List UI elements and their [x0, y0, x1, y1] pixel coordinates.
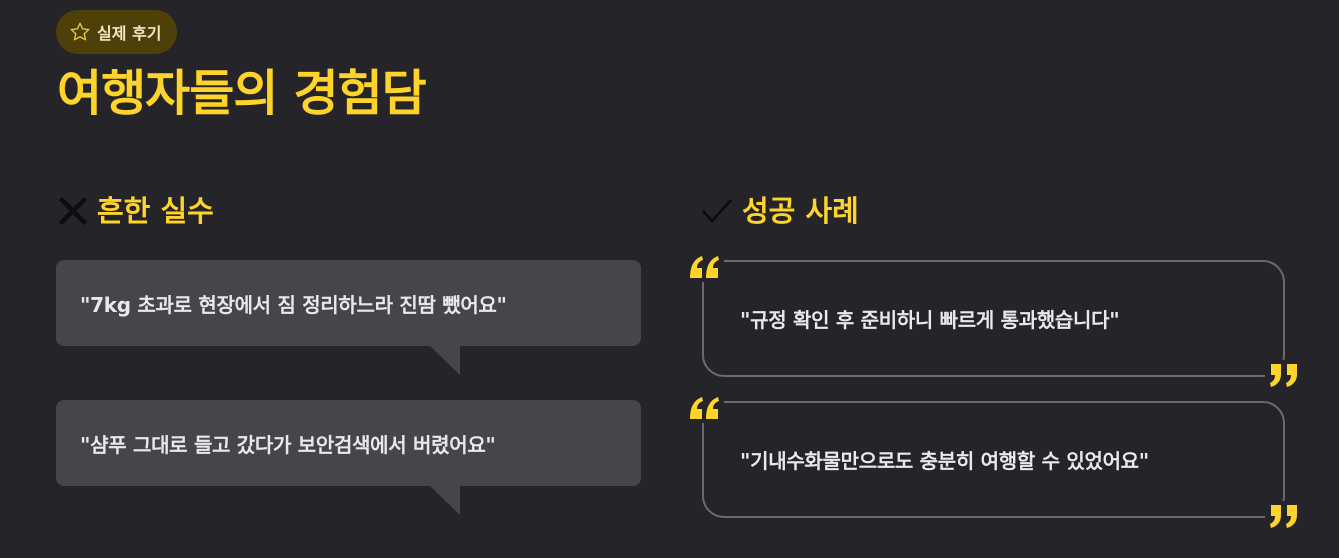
open-quote-icon: [686, 393, 724, 423]
checkmark-icon: [702, 199, 732, 223]
mistake-text: "7kg 초과로 현장에서 짐 정리하느라 진땀 뺐어요": [80, 292, 507, 317]
close-quote-icon: [1265, 501, 1303, 531]
mistake-text: "샴푸 그대로 들고 갔다가 보안검색에서 버렸어요": [80, 432, 496, 457]
mistake-bubble: "7kg 초과로 현장에서 짐 정리하느라 진땀 뺐어요": [56, 260, 641, 375]
badge-label: 실제 후기: [97, 24, 162, 43]
speech-tail: [430, 486, 460, 515]
success-heading-label: 성공 사례: [742, 194, 859, 228]
open-quote-icon: [686, 252, 724, 282]
page-title: 여행자들의 경험담: [57, 65, 427, 122]
success-text: "기내수화물만으로도 충분히 여행할 수 있었어요": [740, 449, 1149, 473]
mistake-bubble: "샴푸 그대로 들고 갔다가 보안검색에서 버렸어요": [56, 400, 641, 515]
review-badge: 실제 후기: [56, 10, 178, 54]
speech-tail: [430, 346, 460, 375]
success-heading: 성공 사례: [700, 191, 859, 231]
success-quote-card: "기내수화물만으로도 충분히 여행할 수 있었어요": [702, 401, 1285, 518]
mistakes-heading-label: 흔한 실수: [97, 194, 214, 228]
success-text: "규정 확인 후 준비하니 빠르게 통과했습니다": [740, 308, 1120, 332]
close-quote-icon: [1265, 360, 1303, 390]
star-outline-icon: [70, 22, 90, 41]
success-quote-card: "규정 확인 후 준비하니 빠르게 통과했습니다": [702, 260, 1285, 377]
mistakes-heading: 흔한 실수: [57, 191, 214, 231]
x-icon: [58, 196, 88, 226]
